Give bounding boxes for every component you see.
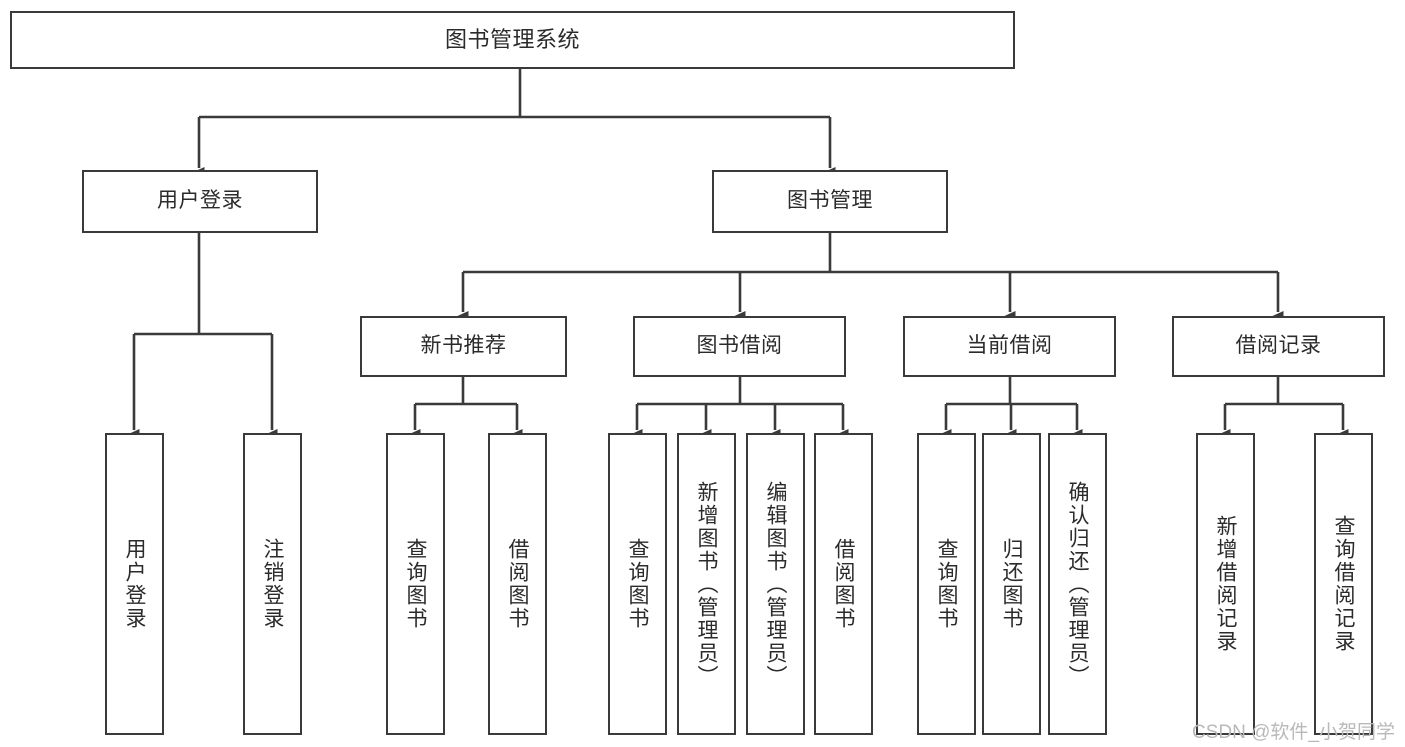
node-current-borrow-label: 当前借阅 <box>966 334 1053 358</box>
leaf-query-book-recommend-label: 查询图书 <box>404 538 427 630</box>
node-root[interactable]: 图书管理系统 <box>10 11 1015 69</box>
node-book-borrow[interactable]: 图书借阅 <box>633 316 846 377</box>
node-user-login[interactable]: 用户登录 <box>82 170 318 233</box>
leaf-borrow-book-recommend-label: 借阅图书 <box>506 538 529 630</box>
watermark-text: CSDN @软件_小贺同学 <box>1192 722 1395 743</box>
leaf-return-book[interactable]: 归还图书 <box>982 433 1041 735</box>
leaf-add-borrow-record-label: 新增借阅记录 <box>1214 515 1237 653</box>
node-book-borrow-label: 图书借阅 <box>696 334 783 358</box>
leaf-edit-book-admin-label: 编辑图书（管理员） <box>764 480 787 688</box>
leaf-logout[interactable]: 注销登录 <box>243 433 302 735</box>
leaf-user-login[interactable]: 用户登录 <box>105 433 164 735</box>
leaf-logout-label: 注销登录 <box>261 538 284 630</box>
leaf-add-book-admin-label: 新增图书（管理员） <box>695 480 718 688</box>
node-borrow-record-label: 借阅记录 <box>1235 334 1322 358</box>
node-root-label: 图书管理系统 <box>444 27 580 53</box>
leaf-add-book-admin[interactable]: 新增图书（管理员） <box>677 433 736 735</box>
leaf-edit-book-admin[interactable]: 编辑图书（管理员） <box>746 433 805 735</box>
leaf-borrow-book-recommend[interactable]: 借阅图书 <box>488 433 547 735</box>
leaf-confirm-return-admin-label: 确认归还（管理员） <box>1066 480 1089 688</box>
leaf-query-book-current-label: 查询图书 <box>935 538 958 630</box>
node-new-book-recommend[interactable]: 新书推荐 <box>360 316 567 377</box>
leaf-return-book-label: 归还图书 <box>1000 538 1023 630</box>
leaf-query-book-borrow-label: 查询图书 <box>626 538 649 630</box>
leaf-query-book-recommend[interactable]: 查询图书 <box>386 433 445 735</box>
leaf-borrow-book-label: 借阅图书 <box>832 538 855 630</box>
leaf-confirm-return-admin[interactable]: 确认归还（管理员） <box>1048 433 1107 735</box>
leaf-add-borrow-record[interactable]: 新增借阅记录 <box>1196 433 1255 735</box>
node-user-login-label: 用户登录 <box>157 189 243 213</box>
leaf-query-book-current[interactable]: 查询图书 <box>917 433 976 735</box>
node-book-management-label: 图书管理 <box>787 189 873 213</box>
leaf-query-borrow-record[interactable]: 查询借阅记录 <box>1314 433 1373 735</box>
leaf-query-book-borrow[interactable]: 查询图书 <box>608 433 667 735</box>
node-new-book-recommend-label: 新书推荐 <box>420 334 507 358</box>
leaf-query-borrow-record-label: 查询借阅记录 <box>1332 515 1355 653</box>
node-borrow-record[interactable]: 借阅记录 <box>1172 316 1385 377</box>
node-book-management[interactable]: 图书管理 <box>712 170 948 233</box>
leaf-borrow-book[interactable]: 借阅图书 <box>814 433 873 735</box>
node-current-borrow[interactable]: 当前借阅 <box>903 316 1116 377</box>
leaf-user-login-label: 用户登录 <box>123 538 146 630</box>
